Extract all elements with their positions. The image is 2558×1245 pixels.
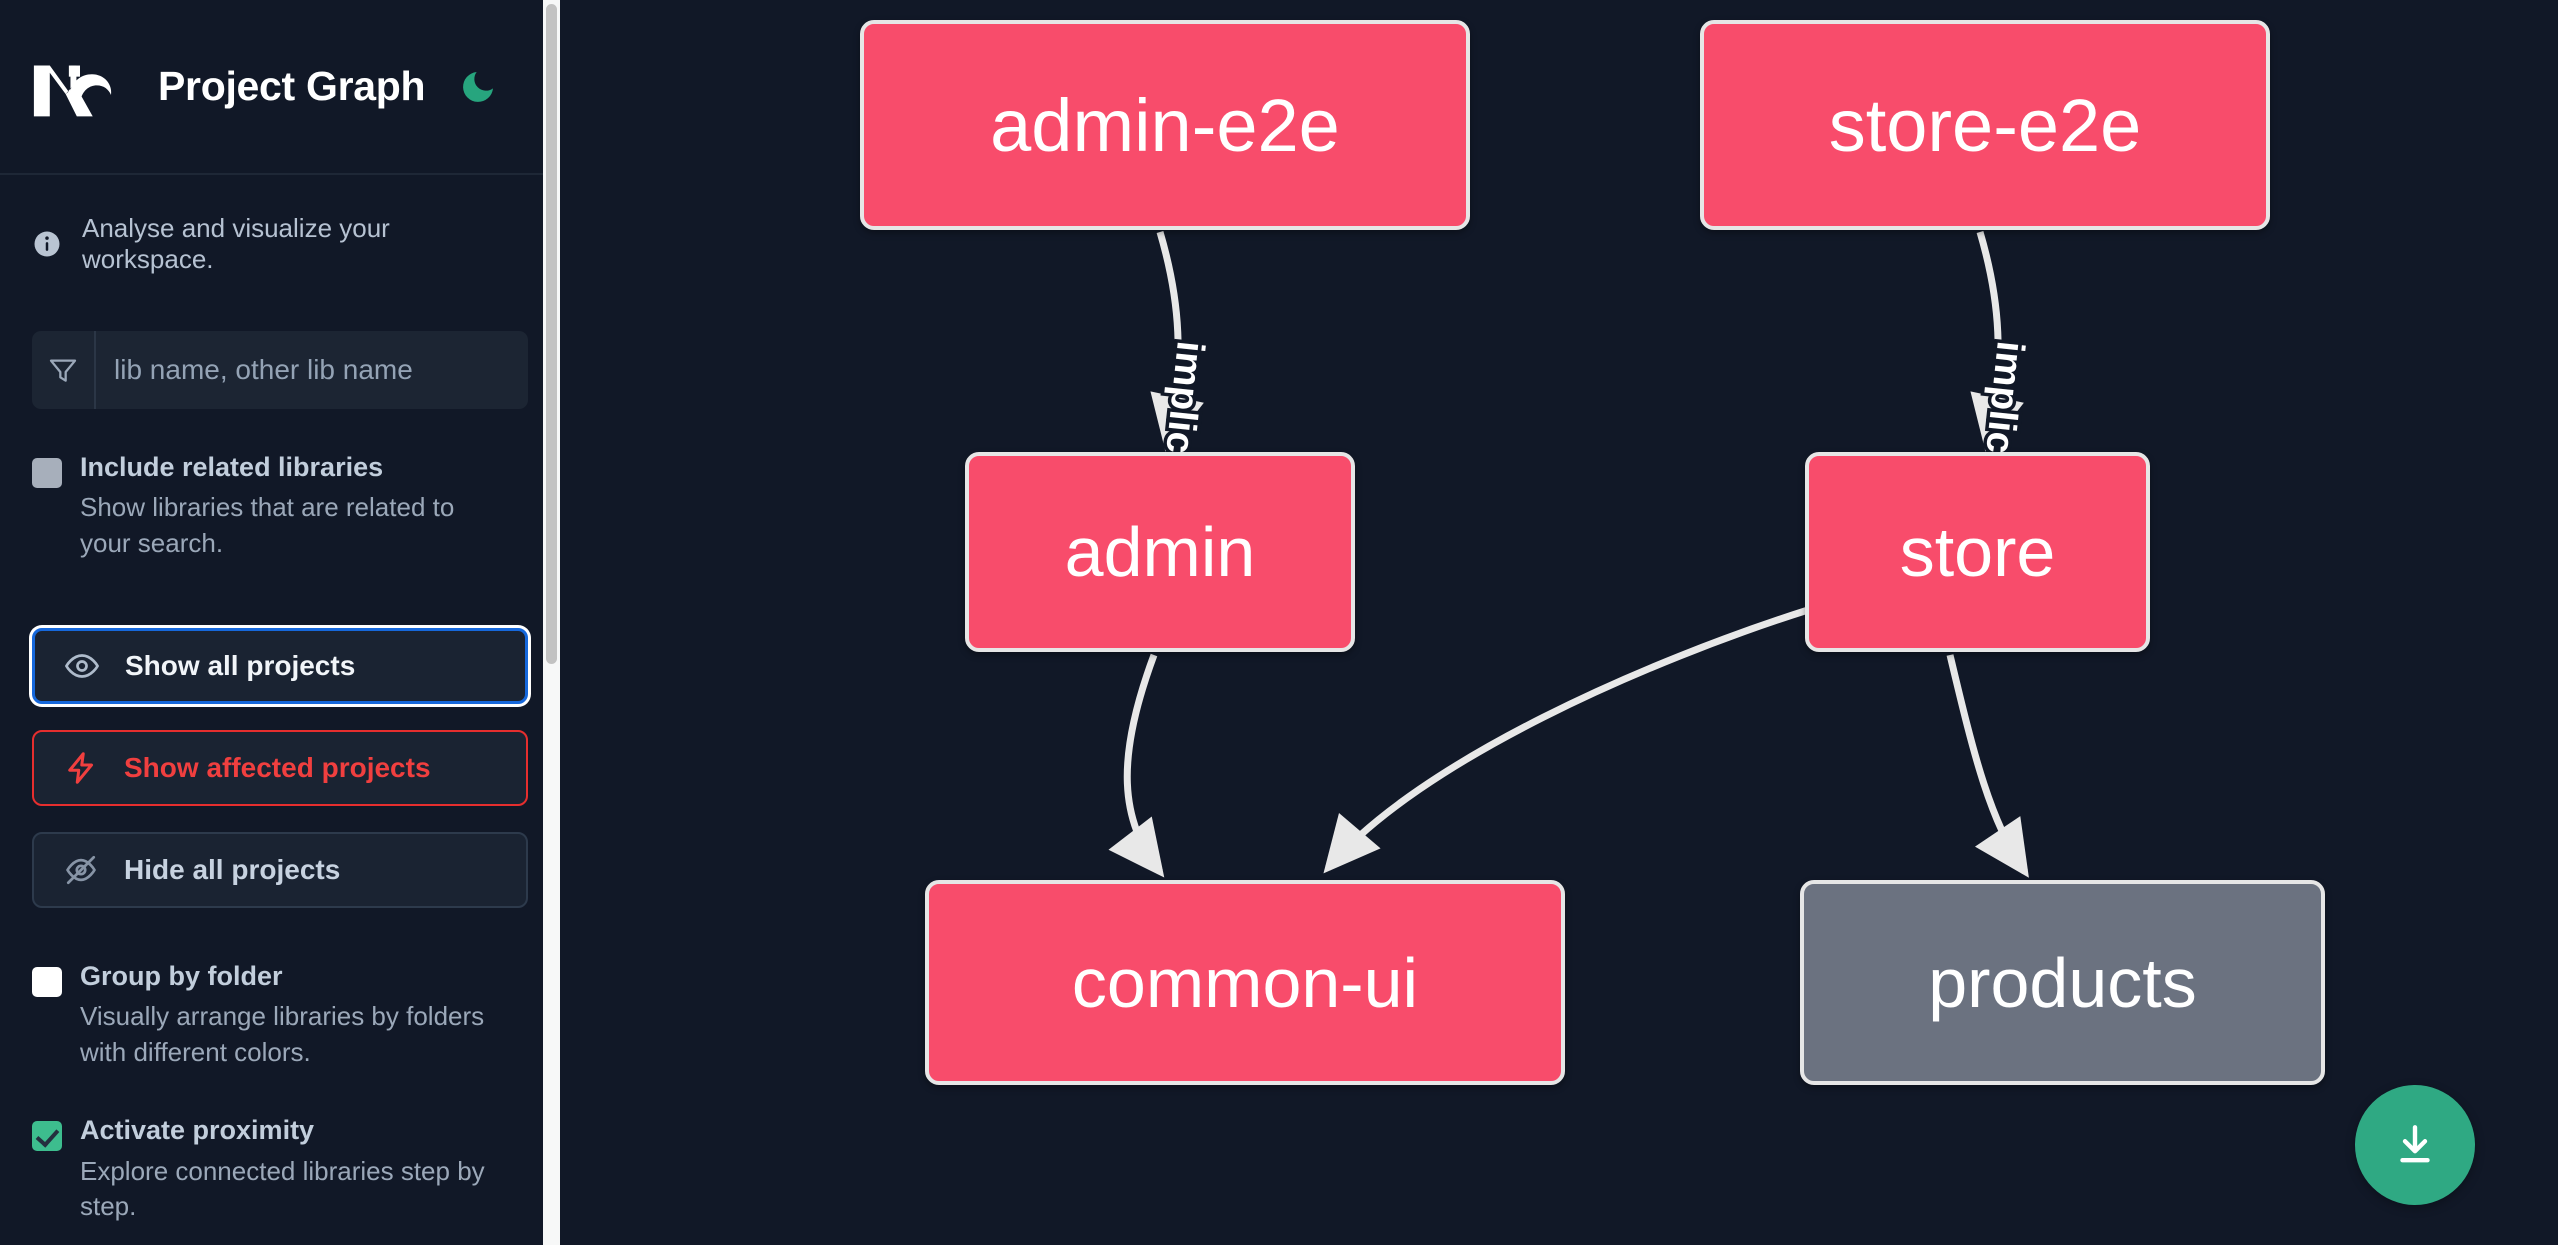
sidebar-body: Analyse and visualize your workspace. In… xyxy=(0,175,560,1245)
checkbox-activate-proximity[interactable]: Activate proximity Explore connected lib… xyxy=(32,1114,528,1225)
page-title: Project Graph xyxy=(158,63,426,109)
sidebar-scrollbar-thumb[interactable] xyxy=(546,4,557,664)
graph-canvas[interactable]: implicit implicit admin-e2e store-e2e ad… xyxy=(560,0,2558,1245)
filter-funnel-icon xyxy=(32,331,96,409)
checkbox-activate-proximity-box[interactable] xyxy=(32,1121,62,1152)
checkbox-group-by-folder-description: Visually arrange libraries by folders wi… xyxy=(80,1001,485,1067)
edge-store-to-products xyxy=(1946,654,2029,878)
graph-node-store-e2e[interactable]: store-e2e xyxy=(1700,20,2270,230)
download-icon xyxy=(2400,1125,2430,1163)
workspace-info: Analyse and visualize your workspace. xyxy=(32,175,528,275)
workspace-info-text: Analyse and visualize your workspace. xyxy=(82,213,390,274)
hide-all-projects-label: Hide all projects xyxy=(124,853,341,885)
download-image-button[interactable] xyxy=(2355,1085,2475,1205)
graph-node-store[interactable]: store xyxy=(1805,452,2150,652)
hide-all-projects-button[interactable]: Hide all projects xyxy=(32,831,528,908)
checkbox-include-related-libraries-box[interactable] xyxy=(32,458,62,488)
edge-store-to-common-ui xyxy=(1323,606,1810,874)
nx-logo-icon xyxy=(32,56,128,118)
show-all-projects-label: Show all projects xyxy=(125,649,356,681)
search-bar xyxy=(32,331,528,409)
graph-node-products-label: products xyxy=(1928,943,2197,1022)
moon-icon[interactable] xyxy=(455,64,501,110)
graph-node-admin[interactable]: admin xyxy=(965,452,1355,652)
graph-node-store-label: store xyxy=(1899,513,2056,591)
eye-icon xyxy=(63,647,101,685)
show-affected-projects-label: Show affected projects xyxy=(124,751,431,783)
edge-store-e2e-to-store xyxy=(1970,231,2024,452)
graph-node-admin-e2e-label: admin-e2e xyxy=(990,83,1340,167)
checkbox-include-related-libraries-label: Include related libraries xyxy=(80,452,384,482)
sidebar-scrollbar-track[interactable] xyxy=(543,0,560,1245)
graph-node-admin-e2e[interactable]: admin-e2e xyxy=(860,20,1470,230)
checkbox-include-related-libraries[interactable]: Include related libraries Show libraries… xyxy=(32,451,528,562)
checkbox-activate-proximity-description: Explore connected libraries step by step… xyxy=(80,1155,485,1222)
sidebar-header: Project Graph xyxy=(0,0,560,175)
edge-admin-e2e-to-admin xyxy=(1150,231,1204,452)
graph-node-common-ui-label: common-ui xyxy=(1071,943,1419,1022)
lightning-icon xyxy=(62,749,100,787)
sidebar: Project Graph Analyse and visualize your… xyxy=(0,0,560,1245)
graph-node-common-ui[interactable]: common-ui xyxy=(925,880,1565,1085)
graph-node-admin-label: admin xyxy=(1064,513,1256,591)
show-affected-projects-button[interactable]: Show affected projects xyxy=(32,729,528,806)
search-input[interactable] xyxy=(96,331,528,409)
graph-node-store-e2e-label: store-e2e xyxy=(1828,83,2142,167)
checkbox-activate-proximity-label: Activate proximity xyxy=(80,1115,315,1146)
info-icon xyxy=(32,229,62,259)
edge-admin-to-common-ui xyxy=(1108,653,1165,878)
show-all-projects-button[interactable]: Show all projects xyxy=(32,627,528,704)
checkbox-include-related-libraries-description: Show libraries that are related to your … xyxy=(80,492,455,559)
checkbox-group-by-folder-box[interactable] xyxy=(32,966,62,997)
graph-node-products[interactable]: products xyxy=(1800,880,2325,1085)
eye-off-icon xyxy=(62,851,100,889)
checkbox-group-by-folder[interactable]: Group by folder Visually arrange librari… xyxy=(32,960,528,1071)
checkbox-group-by-folder-label: Group by folder xyxy=(80,960,283,991)
